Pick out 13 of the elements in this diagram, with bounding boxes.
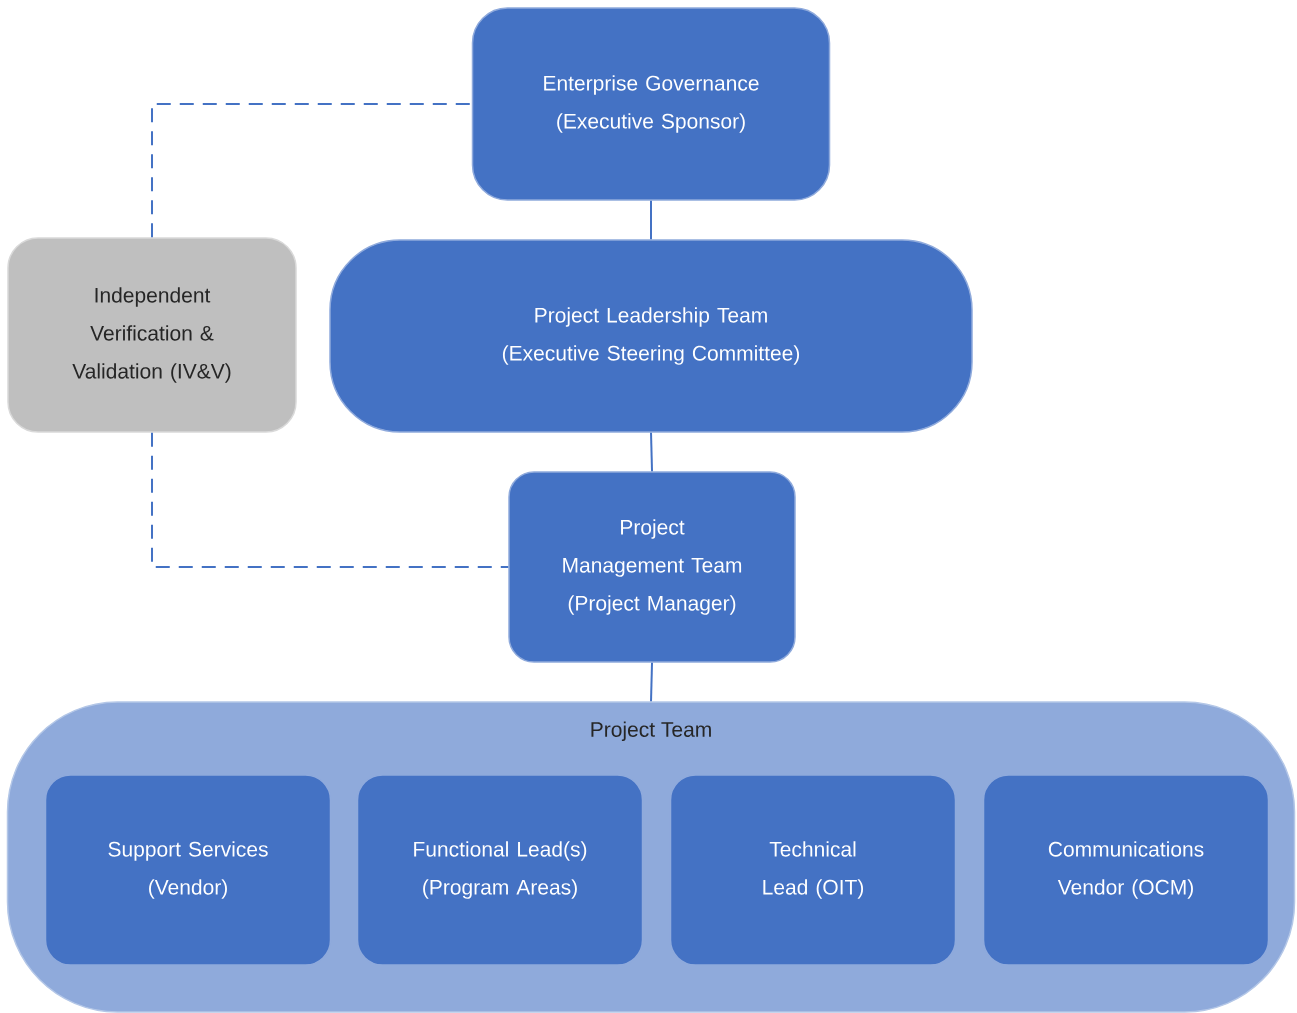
role-box: Enterprise Governance (Executive Sponsor) [471, 7, 831, 201]
member-box: Communications Vendor (OCM) [982, 774, 1270, 966]
member-box: Functional Lead(s) (Program Areas) [356, 774, 644, 966]
role-box: Project Management Team (Project Manager) [508, 471, 796, 663]
connector-line [650, 661, 653, 703]
member-box: Technical Lead (OIT) [669, 774, 957, 966]
role-box: Project Leadership Team (Executive Steering Committee) [329, 239, 973, 433]
dashed-connector [151, 103, 473, 239]
member-box: Support Services (Vendor) [44, 774, 332, 966]
connector-line [650, 199, 652, 241]
dashed-connector [151, 431, 510, 568]
reviewer-box: Independent Verification & Validation (IV&V) [7, 237, 297, 433]
connector-line [650, 431, 653, 473]
